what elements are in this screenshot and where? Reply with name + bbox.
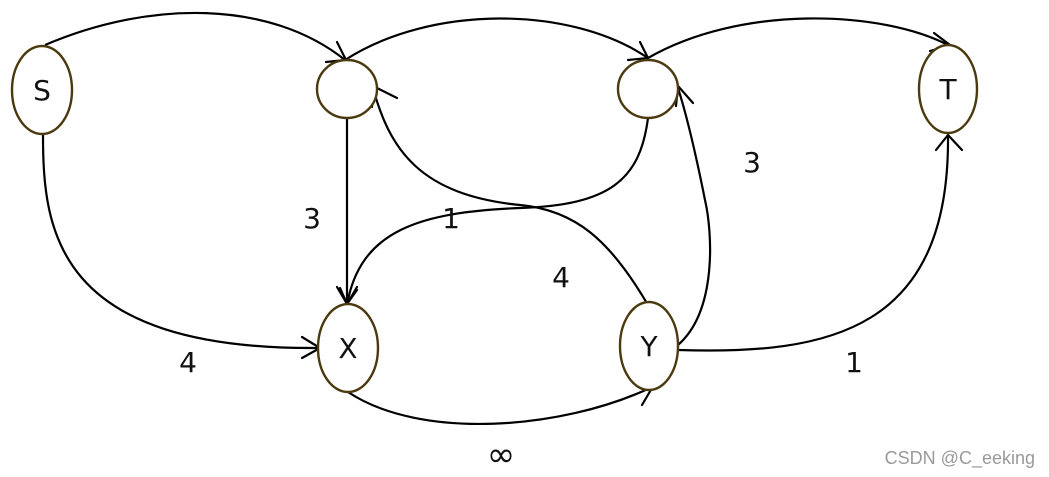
edge-label-s-x: 4 [179, 346, 197, 379]
edge-label-b-x: 1 [442, 202, 460, 235]
edge-b-t [647, 17, 949, 59]
edge-s-x [41, 134, 319, 350]
edge-label-y-a: 4 [552, 261, 570, 294]
node-s-label: S [33, 74, 51, 107]
edge-label-y-b: 3 [743, 146, 761, 179]
edge-label-y-t: 1 [845, 346, 863, 379]
edge-s-a [44, 11, 346, 61]
edge-b-x [345, 117, 650, 306]
node-x-label: X [338, 332, 357, 365]
edge-a-b [344, 17, 649, 61]
node-s: S [10, 44, 74, 136]
node-t: T [917, 43, 979, 135]
edge-x-y [347, 387, 651, 426]
edge-y-a [371, 87, 649, 306]
edge-label-a-x: 3 [303, 202, 321, 235]
node-t-label: T [938, 73, 957, 106]
edge-y-b [676, 87, 712, 346]
edge-label-x-y: ∞ [487, 435, 515, 475]
arrowhead-a-b [626, 40, 650, 62]
watermark: CSDN @C_eeking [884, 448, 1035, 468]
node-y: Y [618, 300, 680, 392]
edge-y-t [677, 134, 950, 352]
node-x: X [316, 302, 380, 394]
arrowhead-y-t [934, 133, 964, 152]
node-a [315, 58, 379, 120]
node-b [616, 58, 680, 120]
node-y-label: Y [639, 330, 658, 363]
